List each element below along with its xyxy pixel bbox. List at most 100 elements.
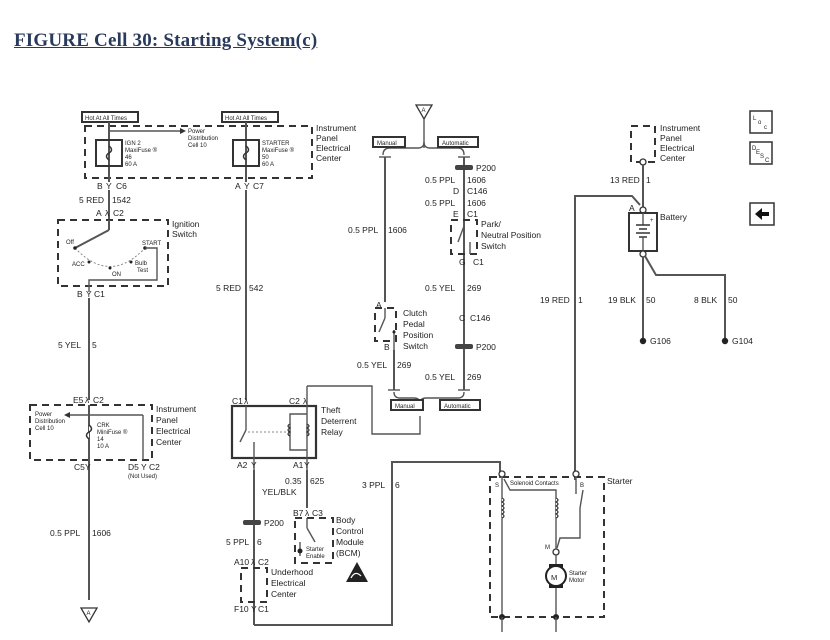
wire-label-circuit: 1606 xyxy=(467,198,486,208)
connector-a: A xyxy=(629,203,635,213)
ignition-switch-contact xyxy=(74,229,110,249)
svg-text:λ: λ xyxy=(305,508,310,518)
manual-label-top[interactable]: Manual xyxy=(372,136,406,148)
wire-label-color: 13 RED xyxy=(610,175,640,185)
svg-text:Switch: Switch xyxy=(481,241,506,251)
transmission-bracket xyxy=(382,141,465,156)
ipec-right-boundary xyxy=(630,125,656,163)
svg-text:Y: Y xyxy=(251,460,257,470)
svg-text:START: START xyxy=(142,241,161,247)
automatic-label-bottom[interactable]: Automatic xyxy=(439,399,481,411)
connector-c1: C1 xyxy=(467,209,478,219)
terminal-m: M xyxy=(545,545,550,551)
svg-text:46: 46 xyxy=(125,155,132,161)
relay-label: Theft Deterrent Relay xyxy=(321,405,357,437)
ipec-top-label: Instrument Panel Electrical Center xyxy=(316,123,357,163)
manual-label-bottom[interactable]: Manual xyxy=(390,399,424,411)
connector-b: B xyxy=(97,181,103,191)
coil-icon xyxy=(305,423,310,437)
connector-c6: C6 xyxy=(116,181,127,191)
fuse-icon xyxy=(105,145,113,161)
connector-d: D xyxy=(453,186,459,196)
svg-text:Center: Center xyxy=(660,153,686,163)
wire-label-circuit: 1606 xyxy=(92,528,111,538)
loc-icon: L xyxy=(753,116,757,122)
svg-text:Motor: Motor xyxy=(569,578,584,584)
svg-text:Instrument: Instrument xyxy=(660,123,701,133)
svg-text:Off: Off xyxy=(66,240,74,246)
svg-text:Underhood: Underhood xyxy=(271,567,313,577)
wire-label-circuit: 625 xyxy=(310,476,324,486)
arrow-icon xyxy=(180,128,186,134)
off-page-connector-a-bottom[interactable]: A xyxy=(79,607,99,624)
svg-text:Center: Center xyxy=(271,589,297,599)
svg-text:o: o xyxy=(758,120,762,126)
terminal-b: B xyxy=(580,483,584,489)
wire-label-circuit: 50 xyxy=(646,295,656,305)
left-arrow-icon xyxy=(755,208,769,220)
svg-text:λ: λ xyxy=(85,395,90,405)
connector-c5: C5 xyxy=(74,462,85,472)
starter-fuse xyxy=(232,139,260,167)
svg-text:STARTER: STARTER xyxy=(262,141,290,147)
svg-text:Distribution: Distribution xyxy=(188,136,218,142)
svg-text:λ: λ xyxy=(244,396,249,406)
svg-text:MiniFuse ®: MiniFuse ® xyxy=(97,429,128,436)
underhood-boundary xyxy=(240,567,268,603)
wire-label-color: 0.5 YEL xyxy=(425,372,455,382)
ground-g104 xyxy=(721,337,729,345)
svg-text:Instrument: Instrument xyxy=(316,123,357,133)
svg-text:ACC: ACC xyxy=(72,262,85,268)
back-button[interactable] xyxy=(749,202,775,226)
svg-text:Clutch: Clutch xyxy=(403,308,427,318)
desc-button[interactable]: D E S C xyxy=(749,141,773,165)
svg-text:Switch: Switch xyxy=(172,229,197,239)
wire-label-circuit: 50 xyxy=(728,295,738,305)
svg-text:50: 50 xyxy=(262,155,269,161)
svg-text:Bulb: Bulb xyxy=(135,261,148,267)
motor-icon: M xyxy=(551,573,557,582)
wire-label-color: 5 RED xyxy=(216,283,241,293)
wire-label-color: 0.5 PPL xyxy=(348,225,379,235)
ipec-left-label: Instrument Panel Electrical Center xyxy=(156,404,197,447)
svg-text:Y: Y xyxy=(85,462,91,472)
connector-e5: E5 xyxy=(73,395,84,405)
svg-text:Manual: Manual xyxy=(395,404,415,410)
connector-c7: C7 xyxy=(253,181,264,191)
connector-c1: C1 xyxy=(473,257,484,267)
svg-text:Instrument: Instrument xyxy=(156,404,197,414)
svg-text:60 A: 60 A xyxy=(262,162,274,168)
power-distribution-cell10-ref[interactable]: Power Distribution Cell 10 xyxy=(188,129,218,149)
arrow-icon xyxy=(64,412,70,418)
battery-icon: + xyxy=(636,213,654,251)
svg-text:Body: Body xyxy=(336,515,356,525)
wire-label-color: 0.5 PPL xyxy=(425,175,456,185)
clutch-switch-boundary xyxy=(374,307,397,342)
svg-text:14: 14 xyxy=(97,437,104,443)
ign2-fuse xyxy=(95,139,123,167)
svg-text:Cell 10: Cell 10 xyxy=(188,143,207,149)
wire-label-circuit: 1 xyxy=(578,295,583,305)
svg-text:Deterrent: Deterrent xyxy=(321,416,357,426)
loc-button[interactable]: L o c xyxy=(749,110,773,134)
not-used-note: (Not Used) xyxy=(128,474,157,480)
wire-label-circuit: 6 xyxy=(395,480,400,490)
automatic-label-top[interactable]: Automatic xyxy=(437,136,479,148)
bcm-label: Body Control Module (BCM) xyxy=(336,515,364,558)
hot-at-all-times-label-1: Hot At All Times xyxy=(81,111,139,123)
off-page-connector-a-top[interactable]: A xyxy=(414,104,434,121)
svg-text:Power: Power xyxy=(35,412,52,418)
wire-label-color: 3 PPL xyxy=(362,480,385,490)
g106-label: G106 xyxy=(650,336,671,346)
svg-text:C: C xyxy=(765,158,770,164)
power-distribution-cell10-ref[interactable]: Power Distribution Cell 10 xyxy=(35,412,65,432)
connector-a2: A2 xyxy=(237,460,248,470)
wire-label-circuit: 269 xyxy=(467,372,481,382)
svg-text:CRK: CRK xyxy=(97,423,110,429)
wire-label-color: 0.5 PPL xyxy=(50,528,81,538)
wire-label-circuit: 269 xyxy=(397,360,411,370)
wire-label-color: 19 BLK xyxy=(608,295,636,305)
wire-label-circuit: 1606 xyxy=(467,175,486,185)
svg-text:IGN 2: IGN 2 xyxy=(125,141,141,147)
underhood-label: Underhood Electrical Center xyxy=(271,567,313,599)
